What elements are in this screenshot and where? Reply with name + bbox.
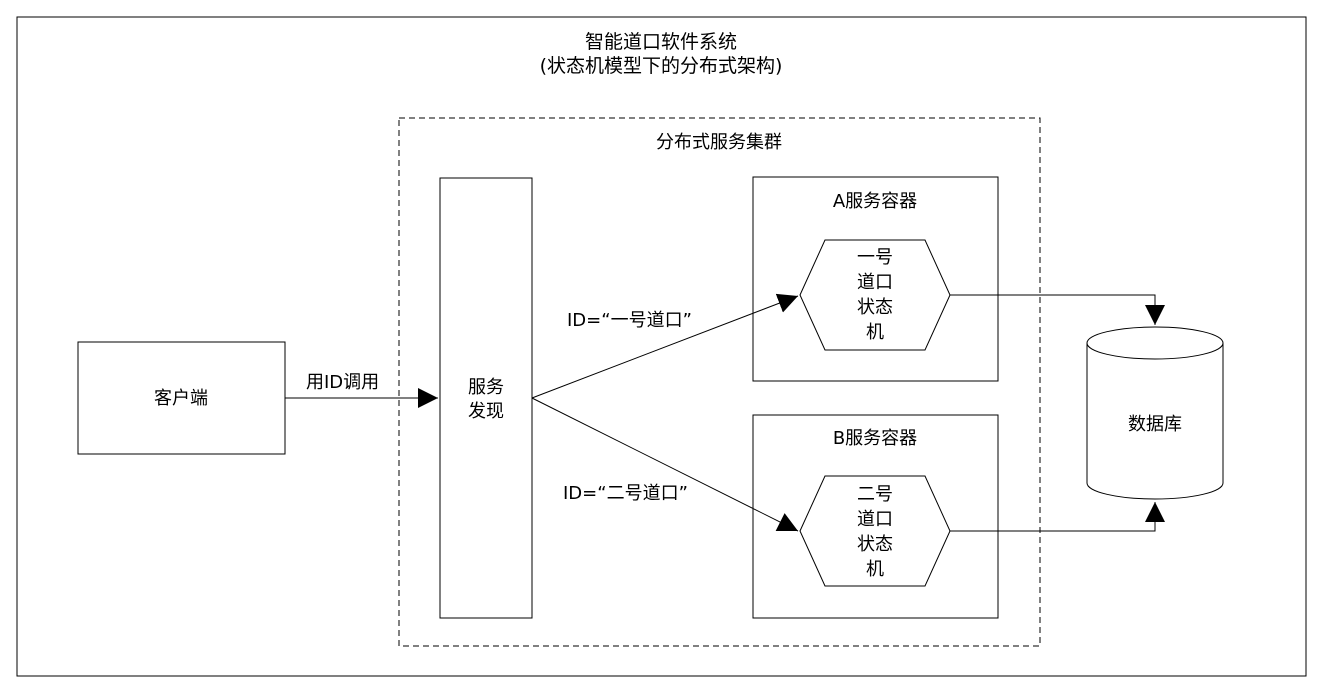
database-label: 数据库: [1128, 414, 1182, 435]
diagram-subtitle: (状态机模型下的分布式架构): [540, 55, 783, 77]
edge-discovery-to-machine-a: [531, 293, 799, 399]
client-label: 客户端: [154, 388, 208, 409]
diagram-title: 智能道口软件系统: [585, 31, 737, 53]
state-machine-b-line-3: 状态: [857, 534, 893, 555]
service-discovery-label-1: 服务: [468, 377, 504, 398]
state-machine-a-line-3: 状态: [857, 297, 893, 318]
state-machine-a-line-2: 道口: [857, 272, 893, 293]
edge-machine-a-to-database: [950, 294, 1165, 325]
cluster-boundary: [398, 117, 1041, 647]
container-b-label: B服务容器: [833, 428, 917, 449]
service-discovery-label-2: 发现: [468, 401, 504, 422]
outer-frame: [16, 16, 1307, 677]
client-box: [77, 341, 286, 455]
service-discovery-box: [439, 177, 533, 619]
edge-machine-b-to-database: [950, 502, 1165, 532]
state-machine-b-line-1: 二号: [857, 484, 893, 505]
edge-route-a-label: ID=“一号道口”: [567, 310, 692, 331]
state-machine-b-line-4: 机: [866, 559, 884, 580]
database-cylinder: [1086, 326, 1224, 500]
edge-discovery-to-machine-b: [531, 397, 799, 532]
cluster-label: 分布式服务集群: [656, 132, 782, 153]
edge-route-b-label: ID=“二号道口”: [563, 483, 688, 504]
state-machine-a-line-4: 机: [866, 322, 884, 343]
container-a-label: A服务容器: [833, 191, 917, 212]
edge-client-call-label: 用ID调用: [306, 372, 379, 393]
state-machine-a-line-1: 一号: [857, 247, 893, 268]
state-machine-b-line-2: 道口: [857, 509, 893, 530]
